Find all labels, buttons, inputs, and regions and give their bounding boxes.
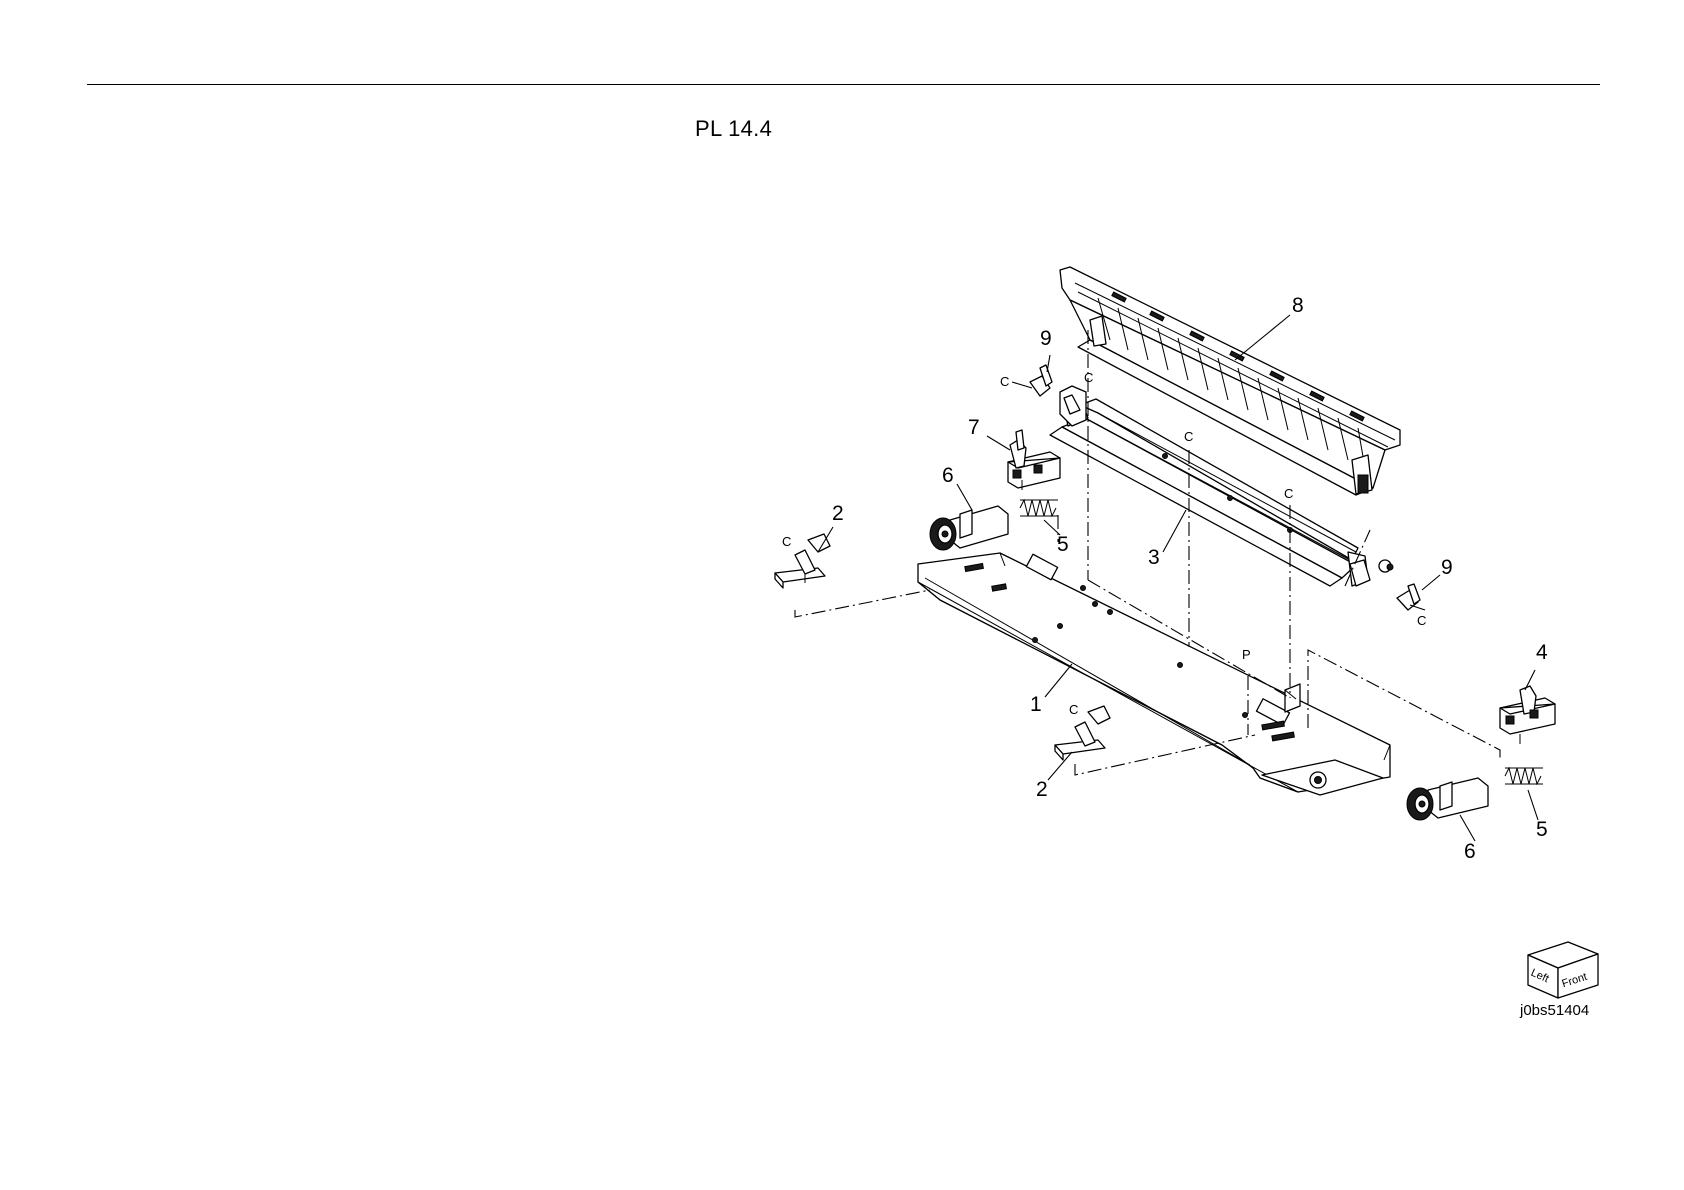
part-2-clip-lower (1055, 706, 1110, 760)
marker-c-rail-left: C (1084, 370, 1093, 385)
callout-7: 7 (968, 416, 980, 439)
callout-5-upper: 5 (1057, 533, 1069, 556)
marker-c-clip-upper: C (782, 534, 791, 549)
marker-c-rail-middle: C (1184, 429, 1193, 444)
callout-3: 3 (1148, 546, 1160, 569)
part-5-spring-upper (1020, 500, 1058, 516)
callout-9-upper: 9 (1040, 327, 1052, 350)
callout-5-lower: 5 (1536, 818, 1548, 841)
marker-c-clip-lower: C (1069, 702, 1078, 717)
part-5-spring-lower (1505, 768, 1543, 784)
marker-c-part9-upper: C (1000, 374, 1009, 389)
callout-2-lower: 2 (1036, 778, 1048, 801)
marker-c-part9-lower: C (1417, 613, 1426, 628)
orientation-cube: Left Front (1528, 942, 1598, 998)
callout-9-lower: 9 (1441, 556, 1453, 579)
part-4-holder (1500, 686, 1555, 744)
figure-code: j0bs51404 (1520, 1002, 1589, 1019)
part-6-roller-lower (1407, 778, 1488, 820)
callout-6-upper: 6 (942, 464, 954, 487)
callout-4: 4 (1536, 641, 1548, 664)
marker-c-rail-right: C (1284, 486, 1293, 501)
part-1-base-plate (918, 553, 1390, 795)
part-7-holder (1008, 430, 1060, 490)
callout-2-upper: 2 (832, 502, 844, 525)
callout-6-lower: 6 (1464, 840, 1476, 863)
marker-p: P (1242, 647, 1251, 662)
callout-8: 8 (1292, 294, 1304, 317)
callout-1: 1 (1030, 693, 1042, 716)
part-6-roller-upper (930, 506, 1008, 550)
part-9-upper (1030, 365, 1086, 426)
